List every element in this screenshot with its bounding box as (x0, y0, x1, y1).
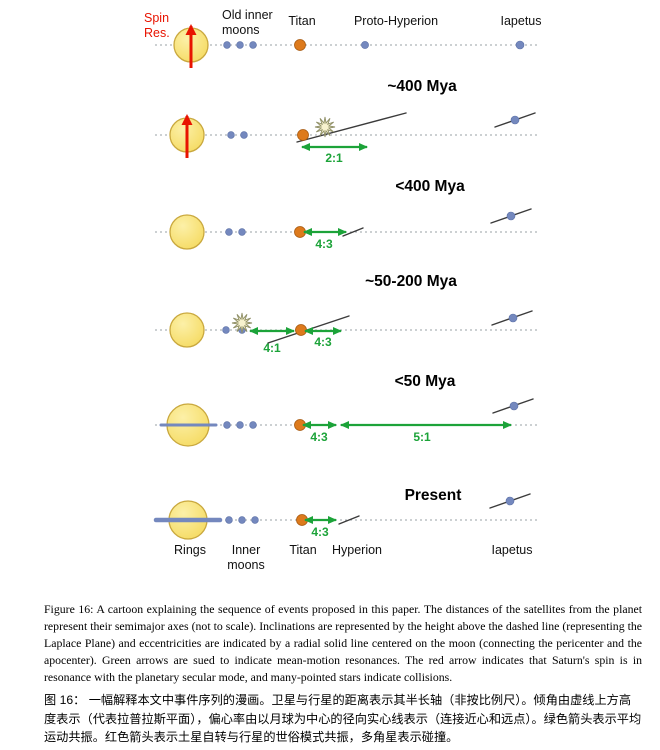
inner-moon (251, 516, 259, 524)
era-label-lt50mya: <50 Mya (394, 373, 456, 390)
proto-hyperion-moon (361, 41, 369, 49)
inner-moon (236, 421, 244, 429)
inner-moon (223, 421, 231, 429)
iapetus-moon (506, 211, 516, 221)
label-inner-moons: Inner moons (227, 543, 265, 572)
resonance-label-4-3: 4:3 (314, 335, 332, 349)
label-spin-resonance: Spin Res. (144, 11, 170, 40)
era-label-present: Present (404, 487, 462, 504)
resonance-label-5-1: 5:1 (413, 430, 431, 444)
iapetus-moon (508, 313, 518, 323)
era-label-lt400mya: <400 Mya (395, 178, 465, 195)
panel-lt400mya (155, 208, 540, 250)
hyperion-orbit-line (338, 515, 360, 525)
figure-caption-english: Figure 16: A cartoon explaining the sequ… (44, 602, 642, 684)
panel-50-200mya (155, 310, 540, 348)
inner-moon (225, 228, 233, 236)
label-hyperion: Hyperion (331, 543, 383, 557)
figure-16-diagram: Spin Res. Old inner moons Titan Proto-Hy… (144, 8, 542, 572)
inner-moon (222, 326, 230, 334)
label-proto-hyperion: Proto-Hyperion (353, 14, 439, 28)
label-iapetus-top: Iapetus (500, 14, 542, 28)
resonance-label-2-1: 2:1 (325, 151, 343, 165)
proto-hyperion-orbit-line (296, 112, 407, 143)
resonance-label-4-3: 4:3 (310, 430, 328, 444)
hyperion-orbit-line (342, 227, 364, 237)
iapetus-moon (515, 40, 525, 50)
inner-moon (249, 421, 257, 429)
iapetus-moon (509, 401, 519, 411)
label-titan-bottom: Titan (289, 543, 317, 557)
era-label-50-200mya: ~50-200 Mya (365, 273, 457, 290)
inner-moon (236, 41, 244, 49)
panel-initial (155, 24, 540, 68)
titan-moon (294, 226, 306, 238)
figure-caption-chinese: 图 16： 一幅解释本文中事件序列的漫画。卫星与行星的距离表示其半长轴（非按比例… (44, 693, 642, 744)
resonance-label-4-1: 4:1 (263, 341, 281, 355)
inner-moon (249, 41, 257, 49)
inner-moon (238, 228, 246, 236)
label-iapetus-bottom: Iapetus (491, 543, 533, 557)
label-titan-top: Titan (288, 14, 316, 28)
inner-moon (238, 516, 246, 524)
iapetus-moon (510, 115, 520, 125)
resonance-label-4-3: 4:3 (315, 237, 333, 251)
label-rings: Rings (174, 543, 206, 557)
titan-moon (294, 39, 306, 51)
titan-moon (297, 129, 309, 141)
resonance-label-4-3: 4:3 (311, 525, 329, 539)
cartoon-canvas (153, 24, 540, 540)
label-old-inner-moons: Old inner moons (222, 8, 273, 37)
panel-lt50mya (155, 398, 540, 447)
inner-moon (240, 131, 248, 139)
saturn-planet (169, 312, 205, 348)
era-label-400mya: ~400 Mya (387, 78, 457, 95)
inner-moon (223, 41, 231, 49)
panel-400mya (155, 112, 540, 158)
inner-moon (225, 516, 233, 524)
saturn-planet (169, 214, 205, 250)
panel-present (153, 493, 540, 540)
inner-moon (227, 131, 235, 139)
iapetus-moon (505, 496, 515, 506)
collision-starburst (314, 116, 336, 138)
titan-moon (295, 324, 307, 336)
